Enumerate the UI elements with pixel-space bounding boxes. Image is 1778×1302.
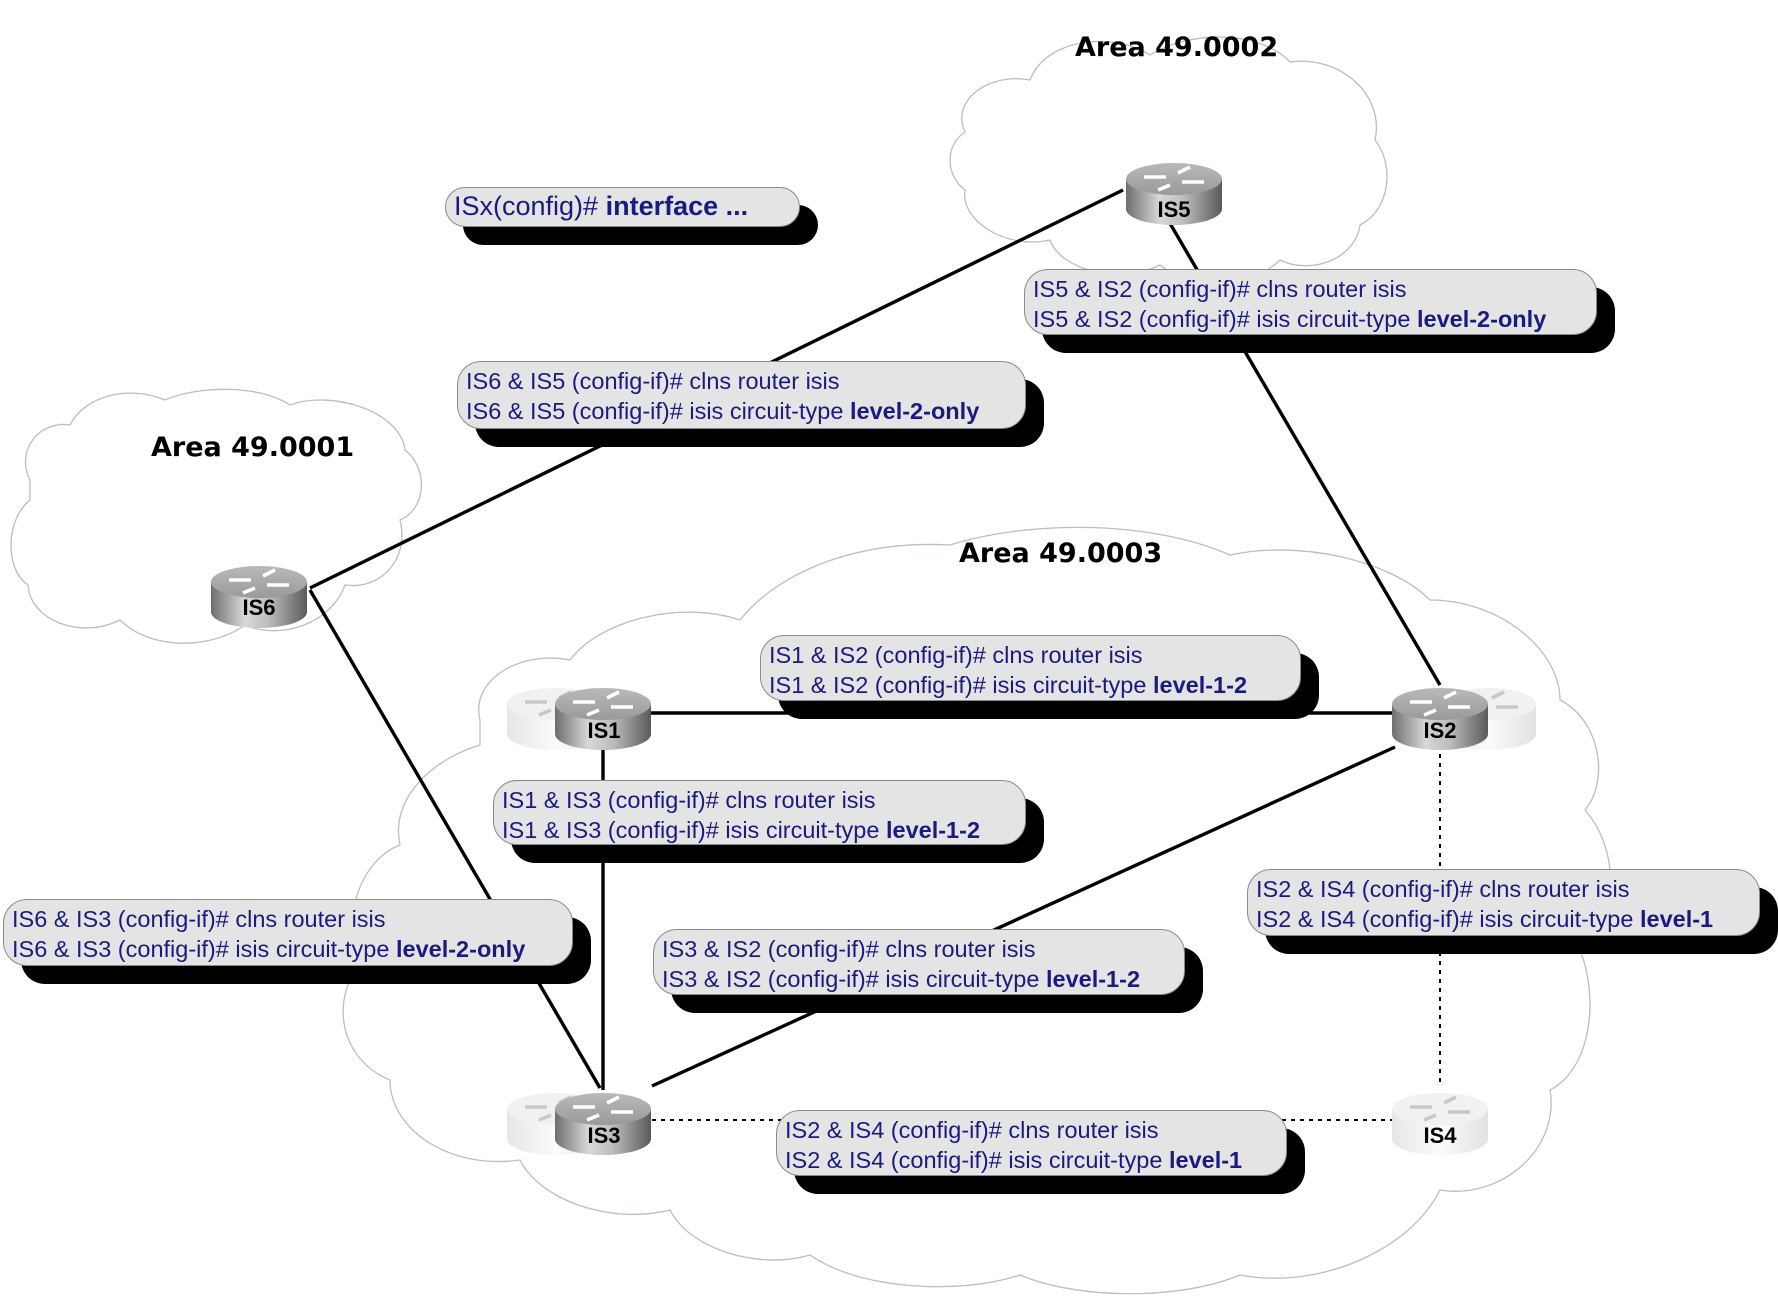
callout-line-2: IS6 & IS5 (config-if)# isis circuit-type… <box>466 398 980 424</box>
router-label-is5: IS5 <box>1157 197 1191 222</box>
router-label-is2: IS2 <box>1423 718 1457 743</box>
circuit-type-value: level-1 <box>1639 906 1714 932</box>
callout-line-2: IS2 & IS4 (config-if)# isis circuit-type… <box>1256 906 1714 932</box>
callout-line-2: IS5 & IS2 (config-if)# isis circuit-type… <box>1033 306 1547 332</box>
cloud-area-49-0002 <box>949 36 1388 284</box>
router-arrows-icon <box>1144 165 1204 192</box>
callout-line-1: IS1 & IS3 (config-if)# clns router isis <box>502 787 876 813</box>
link-is3-is2 <box>651 745 1396 1088</box>
router-arrows-icon <box>1410 690 1470 717</box>
router-label-is6: IS6 <box>242 595 276 620</box>
router-arrows-icon <box>573 690 633 717</box>
router-label-is4: IS4 <box>1423 1123 1457 1148</box>
circuit-type-value: level-2-only <box>1416 306 1547 332</box>
router-is1-icon <box>555 688 651 750</box>
router-label-is1: IS1 <box>587 718 621 743</box>
router-is2-icon <box>1392 688 1488 750</box>
router-arrows-icon <box>573 1095 633 1122</box>
callout-line-2: IS6 & IS3 (config-if)# isis circuit-type… <box>12 936 526 962</box>
callout-line-2: IS1 & IS3 (config-if)# isis circuit-type… <box>502 817 981 843</box>
circuit-type-value: level-1-2 <box>885 817 981 843</box>
circuit-type-value: level-2-only <box>395 936 526 962</box>
circuit-type-value: level-1-2 <box>1045 966 1141 992</box>
callout-line-2: IS1 & IS2 (config-if)# isis circuit-type… <box>769 672 1248 698</box>
link-is6-is3 <box>308 589 602 1089</box>
router-arrows-icon <box>229 568 289 595</box>
callout-line-2: IS3 & IS2 (config-if)# isis circuit-type… <box>662 966 1141 992</box>
circuit-type-value: level-1-2 <box>1152 672 1248 698</box>
router-is5-icon <box>1126 163 1222 225</box>
callout-line-1: IS2 & IS4 (config-if)# clns router isis <box>785 1117 1159 1143</box>
callout-line-1: IS6 & IS3 (config-if)# clns router isis <box>12 906 386 932</box>
circuit-type-value: level-1 <box>1168 1147 1243 1173</box>
area-label-49-0001: Area 49.0001 <box>151 432 355 463</box>
area-label-49-0003: Area 49.0003 <box>959 538 1163 569</box>
callout-line-1: IS5 & IS2 (config-if)# clns router isis <box>1033 276 1407 302</box>
routers-layer <box>211 163 1536 1155</box>
global-command: interface ... <box>605 191 749 221</box>
area-label-49-0002: Area 49.0002 <box>1075 32 1279 63</box>
global-prompt: ISx(config)# <box>454 191 599 221</box>
callout-line-2: IS2 & IS4 (config-if)# isis circuit-type… <box>785 1147 1243 1173</box>
router-is3-icon <box>555 1093 651 1155</box>
router-is6-icon <box>211 566 307 628</box>
router-is4-icon <box>1392 1093 1488 1155</box>
callout-line-1: IS3 & IS2 (config-if)# clns router isis <box>662 936 1036 962</box>
callout-line-1: IS1 & IS2 (config-if)# clns router isis <box>769 642 1143 668</box>
router-label-is3: IS3 <box>587 1123 621 1148</box>
callout-line-1: IS2 & IS4 (config-if)# clns router isis <box>1256 876 1630 902</box>
cloud-area-49-0001 <box>10 388 422 644</box>
circuit-type-value: level-2-only <box>849 398 980 424</box>
router-arrows-icon <box>1410 1095 1470 1122</box>
callout-line-1: IS6 & IS5 (config-if)# clns router isis <box>466 368 840 394</box>
